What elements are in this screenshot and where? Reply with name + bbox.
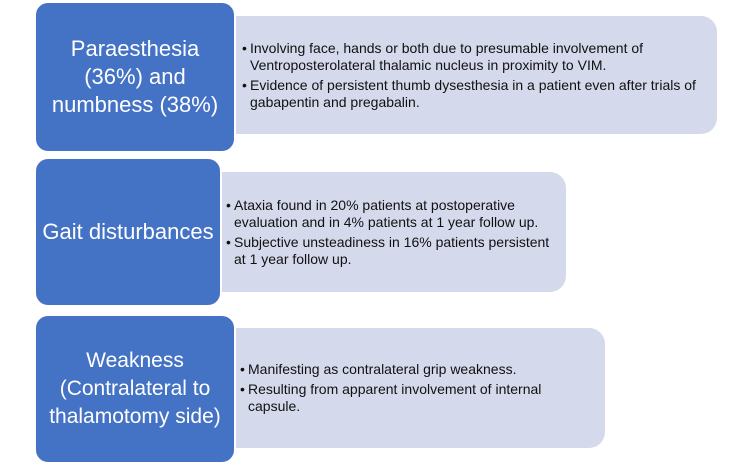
bullet-item: Resulting from apparent involvement of i… [240,381,593,415]
bullet-list: Ataxia found in 20% patients at postoper… [226,197,554,268]
heading-label: Weakness (Contralateral to thalamotomy s… [49,349,221,428]
heading-box-paraesthesia: Paraesthesia (36%) and numbness (38%) [34,1,236,153]
bullet-item: Evidence of persistent thumb dysesthesia… [242,77,703,111]
heading-box-weakness: Weakness (Contralateral to thalamotomy s… [34,314,236,464]
heading-box-gait: Gait disturbances [34,157,222,307]
bullet-list: Involving face, hands or both due to pre… [242,40,703,111]
detail-box-paraesthesia: Involving face, hands or both due to pre… [212,16,717,134]
bullet-item: Subjective unsteadiness in 16% patients … [226,234,554,268]
bullet-item: Involving face, hands or both due to pre… [242,40,703,74]
bullet-item: Manifesting as contralateral grip weakne… [240,361,593,378]
heading-label: Paraesthesia (36%) and numbness (38%) [51,36,219,117]
bullet-list: Manifesting as contralateral grip weakne… [240,361,593,415]
bullet-item: Ataxia found in 20% patients at postoper… [226,197,554,231]
heading-label: Gait disturbances [42,219,214,244]
detail-box-weakness: Manifesting as contralateral grip weakne… [212,328,605,448]
detail-box-gait: Ataxia found in 20% patients at postoper… [196,172,566,292]
